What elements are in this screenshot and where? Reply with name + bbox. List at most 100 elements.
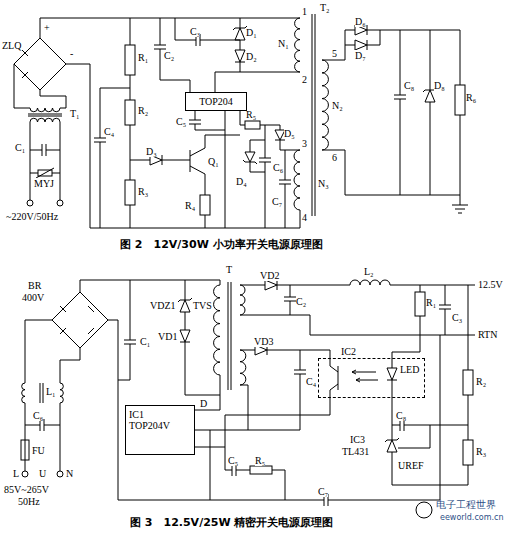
diode-bar xyxy=(367,40,368,50)
wire xyxy=(285,150,286,228)
resistor-symbol xyxy=(125,100,135,125)
part-label: N₃ xyxy=(318,178,329,189)
part-label: C₃ xyxy=(190,26,200,37)
zener-symbol xyxy=(387,440,397,452)
winding-symbol xyxy=(214,285,220,375)
wire xyxy=(130,18,131,228)
fuse-symbol xyxy=(21,440,29,460)
part-label: C₆ xyxy=(33,410,43,421)
diode-bar xyxy=(180,342,190,343)
fuse-element xyxy=(25,440,26,460)
part-label: D₁ xyxy=(246,27,257,38)
part-label: Q₁ xyxy=(208,156,219,167)
part-label: LED xyxy=(400,364,419,375)
winding-symbol xyxy=(295,18,300,72)
diode-symbol xyxy=(387,368,397,380)
wire xyxy=(25,403,60,471)
capacitor-symbol xyxy=(154,45,166,49)
part-label: C₇ xyxy=(272,196,282,207)
part-label: ~220V/50Hz xyxy=(6,211,58,222)
part-label: TVS xyxy=(193,300,212,311)
part-label: D₄ xyxy=(236,176,247,187)
part-label: C₃ xyxy=(452,312,462,323)
winding-symbol xyxy=(240,285,245,315)
core-lines xyxy=(40,383,43,403)
part-label: C₈ xyxy=(396,410,406,421)
part-label: T xyxy=(226,264,232,275)
capacitor-symbol xyxy=(279,180,291,184)
part-label: MYJ xyxy=(34,178,54,189)
winding-symbol xyxy=(350,280,390,285)
winding-symbol xyxy=(30,108,60,112)
core-lines xyxy=(228,282,231,390)
winding-symbol xyxy=(22,383,25,403)
winding-symbol xyxy=(294,150,300,210)
resistor-symbol xyxy=(455,85,465,115)
winding-symbol xyxy=(240,350,246,385)
part-label: R₁ xyxy=(426,297,436,308)
wire xyxy=(300,210,301,228)
part-label: FU xyxy=(32,445,45,456)
wire xyxy=(225,384,338,500)
wire xyxy=(30,122,60,200)
zener-bar xyxy=(385,438,399,442)
wire xyxy=(66,64,300,228)
wire xyxy=(205,135,240,148)
diode-symbol xyxy=(235,50,245,62)
wire xyxy=(14,64,30,108)
zener-symbol xyxy=(245,152,255,162)
node-text: TOP204 xyxy=(188,96,244,107)
capacitor-symbol xyxy=(284,297,296,301)
part-label: D₂ xyxy=(246,51,257,62)
wire xyxy=(460,30,461,195)
wire xyxy=(280,125,300,150)
wire xyxy=(40,90,66,108)
resistor-symbol xyxy=(125,180,135,205)
capacitor-symbol xyxy=(124,340,136,344)
watermark: 电子工程世界 xyxy=(436,499,496,511)
wire xyxy=(392,425,468,485)
part-label: R₅ xyxy=(255,455,265,466)
wire xyxy=(392,380,468,425)
part-label: C₂ xyxy=(164,50,174,61)
part-label: R₃ xyxy=(138,186,148,197)
diode-bar xyxy=(367,25,368,35)
ground-symbol xyxy=(452,195,468,213)
zener-bar xyxy=(243,160,257,164)
part-label: 6 xyxy=(332,152,337,163)
phototransistor-symbol xyxy=(338,366,339,390)
capacitor-symbol xyxy=(94,138,106,142)
resistor-symbol xyxy=(200,195,210,215)
bridge-diode-marks xyxy=(22,50,58,78)
winding-symbol xyxy=(60,383,63,403)
wire xyxy=(400,30,401,195)
part-label: N xyxy=(66,468,73,479)
part-label: R₆ xyxy=(466,92,476,103)
wire xyxy=(195,375,220,410)
wire xyxy=(80,280,220,292)
part-label: 1 xyxy=(302,6,307,17)
winding-symbol xyxy=(322,60,328,150)
part-label: R₁ xyxy=(138,52,148,63)
part-label: 2 xyxy=(302,74,307,85)
watermark: eeworld.com.cn xyxy=(440,513,504,523)
part-label: T₂ xyxy=(320,2,330,13)
diode-bar xyxy=(162,155,163,165)
watermark-logo xyxy=(416,502,432,518)
wire xyxy=(290,285,291,315)
wire xyxy=(225,110,226,228)
figure-caption: 图 2 12V/30W 小功率开关电源原理图 xyxy=(120,238,323,251)
zener-symbol xyxy=(180,300,190,312)
wire xyxy=(322,150,460,195)
ic-box: TOP204 xyxy=(185,92,247,111)
part-label: D xyxy=(200,398,207,409)
diode-symbol xyxy=(355,40,367,50)
wire xyxy=(445,285,446,335)
part-label: - xyxy=(70,48,73,59)
core-lines xyxy=(312,14,315,216)
optocoupler-box: IC2 xyxy=(318,358,425,398)
wire xyxy=(205,174,206,228)
wire xyxy=(118,280,130,380)
capacitor-symbol xyxy=(294,370,306,374)
wire xyxy=(30,150,60,151)
